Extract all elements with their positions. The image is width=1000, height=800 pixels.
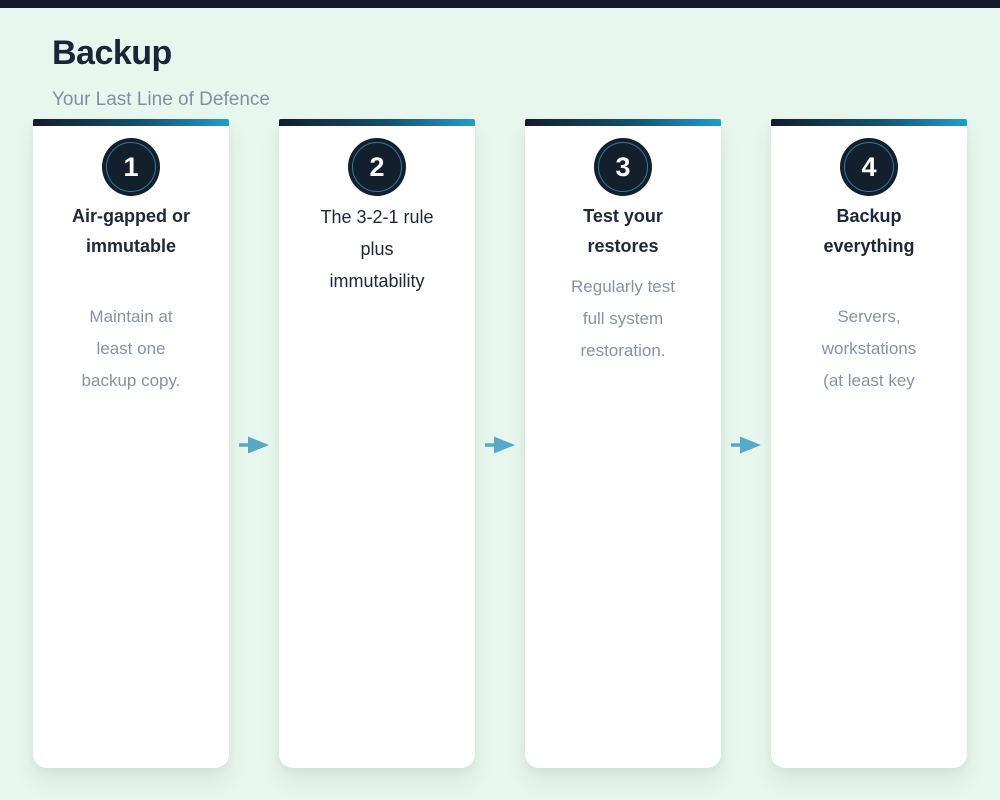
step-number-badge: 2 (348, 138, 406, 196)
card-accent-bar (525, 119, 721, 126)
step-card-1-body: 1 Air-gapped or immutable Maintain at le… (33, 126, 229, 768)
step-card-4: 4 Backup everything Servers, workstation… (771, 119, 967, 768)
step-description: Regularly test full system restoration. (571, 277, 675, 360)
page-subtitle: Your Last Line of Defence (52, 89, 270, 110)
step-description: Maintain at least one backup copy. (81, 307, 181, 390)
card-accent-bar (33, 119, 229, 126)
step-number: 3 (615, 151, 631, 182)
page-title: Backup (52, 34, 172, 72)
step-card-1: 1 Air-gapped or immutable Maintain at le… (33, 119, 229, 768)
step-card-2: 2 The 3-2-1 rule plus immutability (279, 119, 475, 768)
step-card-3: 3 Test your restores Regularly test full… (525, 119, 721, 768)
step-card-2-body: 2 The 3-2-1 rule plus immutability (279, 126, 475, 768)
steps-row: 1 Air-gapped or immutable Maintain at le… (33, 119, 967, 768)
card-accent-bar (279, 119, 475, 126)
step-title: Test your restores (583, 206, 663, 256)
step-number: 4 (861, 151, 877, 182)
step-title: The 3-2-1 rule plus immutability (320, 207, 434, 291)
step-number: 1 (123, 151, 139, 182)
step-title: Backup everything (823, 206, 915, 256)
arrow-right-icon (484, 435, 516, 455)
step-number-badge: 3 (594, 138, 652, 196)
page-header: Backup Your Last Line of Defence (52, 34, 270, 111)
step-description: Servers, workstations (at least key (821, 307, 917, 390)
step-title: Air-gapped or immutable (71, 206, 190, 256)
arrow-right-icon (238, 435, 270, 455)
step-number-badge: 4 (840, 138, 898, 196)
step-card-4-body: 4 Backup everything Servers, workstation… (771, 126, 967, 768)
step-card-3-body: 3 Test your restores Regularly test full… (525, 126, 721, 768)
step-number: 2 (369, 151, 385, 182)
top-accent-strip (0, 0, 1000, 8)
card-accent-bar (771, 119, 967, 126)
step-number-badge: 1 (102, 138, 160, 196)
arrow-right-icon (730, 435, 762, 455)
